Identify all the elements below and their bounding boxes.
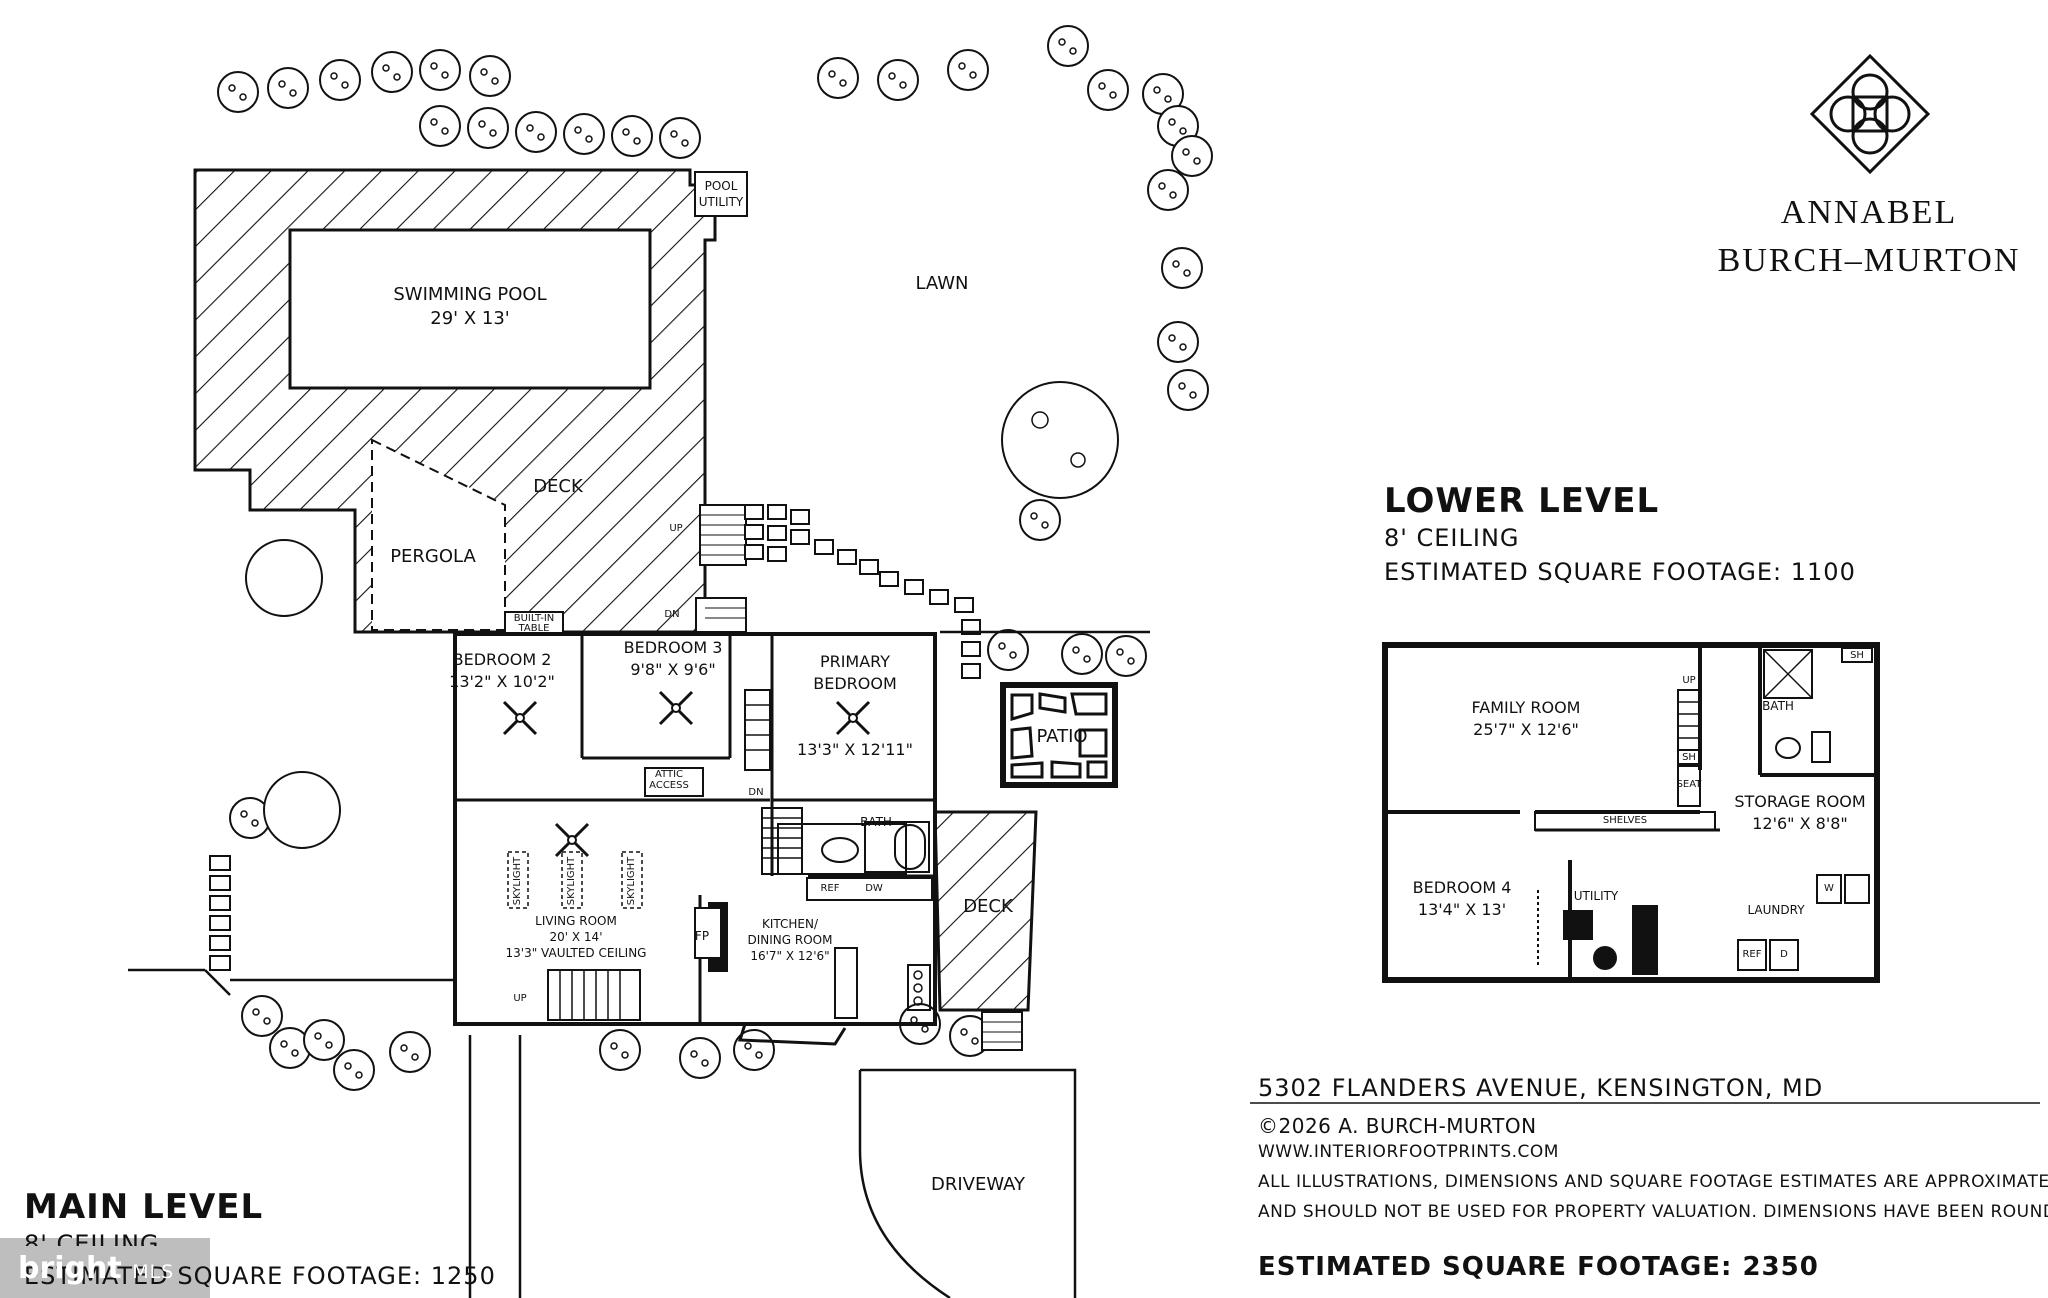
lower-level-sqft: ESTIMATED SQUARE FOOTAGE: 1100: [1384, 558, 1856, 586]
bedroom4-name: BEDROOM 4: [1412, 878, 1512, 897]
lower-level-walls: [1382, 642, 1880, 983]
main-level-sqft: ESTIMATED SQUARE FOOTAGE: 1250: [24, 1262, 496, 1290]
deck-label: DECK: [533, 476, 583, 497]
bedroom3-name: BEDROOM 3: [623, 638, 723, 657]
pool-name: SWIMMING POOL: [393, 284, 547, 305]
copyright: ©2026 A. BURCH-MURTON: [1258, 1114, 1537, 1138]
skylight-1: SKYLIGHT: [512, 856, 523, 906]
primary-line1: PRIMARY: [819, 652, 891, 671]
driveway-label: DRIVEWAY: [930, 1174, 1026, 1195]
main-house-walls: [453, 632, 937, 1046]
mls-watermark: bright MLS: [18, 1254, 174, 1284]
skylight-3: SKYLIGHT: [626, 856, 637, 906]
bath-label: BATH: [860, 815, 892, 829]
storage-room-dims: 12'6" X 8'8": [1752, 814, 1848, 833]
pool-dims: 29' X 13': [430, 308, 510, 329]
primary-line2: BEDROOM: [813, 674, 897, 693]
lower-shelves-label: SHELVES: [1602, 815, 1648, 826]
dn-pool-label: DN: [664, 609, 680, 620]
utility-label: UTILITY: [1573, 889, 1619, 903]
skylight-2: SKYLIGHT: [566, 856, 577, 906]
laundry-d-label: D: [1780, 949, 1788, 960]
lower-level-title: LOWER LEVEL: [1384, 481, 1660, 521]
living-name: LIVING ROOM: [535, 914, 617, 928]
laundry-label: LAUNDRY: [1747, 903, 1805, 917]
dn-stair-label: DN: [748, 787, 764, 798]
lower-sh2-label: SH: [1682, 752, 1696, 763]
kitchen-line2: DINING ROOM: [747, 933, 833, 947]
ceiling-fan-icons: [502, 690, 871, 858]
pool-utility-line1: POOL: [704, 179, 738, 193]
brand-line1: ANNABEL: [1780, 194, 1958, 231]
fireplace-hearth: [694, 907, 722, 959]
main-level-title: MAIN LEVEL: [24, 1187, 264, 1227]
disclaimer-line2: AND SHOULD NOT BE USED FOR PROPERTY VALU…: [1258, 1202, 2048, 1222]
rear-deck-label: DECK: [963, 896, 1013, 917]
patio-label: PATIO: [1036, 726, 1088, 747]
bedroom3-dims: 9'8" X 9'6": [630, 660, 716, 679]
total-sqft: ESTIMATED SQUARE FOOTAGE: 2350: [1258, 1252, 1819, 1282]
kitchen-line1: KITCHEN/: [761, 917, 819, 931]
stepping-stones: [209, 504, 981, 971]
bedroom2-name: BEDROOM 2: [452, 650, 552, 669]
storage-room-name: STORAGE ROOM: [1734, 792, 1866, 811]
fireplace-label: FP: [694, 929, 710, 943]
lower-level-ceiling: 8' CEILING: [1384, 524, 1520, 552]
lower-sh1-label: SH: [1850, 650, 1864, 661]
family-room-name: FAMILY ROOM: [1471, 698, 1581, 717]
lower-up-label: UP: [1682, 675, 1696, 686]
laundry-ref-label: REF: [1742, 949, 1762, 960]
diamond-knot-logo: [1809, 53, 1931, 175]
disclaimer-line1: ALL ILLUSTRATIONS, DIMENSIONS AND SQUARE…: [1258, 1172, 2048, 1192]
utility-water-heater: [1593, 946, 1617, 970]
primary-dims: 13'3" X 12'11": [797, 740, 913, 759]
main-level-ceiling: 8' CEILING: [24, 1232, 160, 1246]
lawn-label: LAWN: [915, 273, 969, 294]
rear-deck: [933, 810, 1038, 1051]
mls-watermark-bg: [0, 1238, 210, 1298]
mls-watermark-brand: bright: [18, 1251, 122, 1286]
attic-line1: ATTIC: [654, 769, 684, 780]
laundry-w-label: W: [1824, 883, 1834, 894]
kitchen-dw-label: DW: [865, 883, 883, 894]
mls-watermark-suffix: MLS: [132, 1261, 175, 1283]
living-ceiling: 13'3" VAULTED CEILING: [505, 946, 647, 960]
patio: [1000, 682, 1118, 788]
lower-seat-label: SEAT: [1676, 779, 1702, 790]
property-lines: [128, 630, 1150, 1298]
utility-unit: [1632, 905, 1658, 975]
bedroom4-dims: 13'4" X 13': [1417, 900, 1507, 919]
pergola-label: PERGOLA: [390, 546, 476, 567]
attic-line2: ACCESS: [649, 780, 689, 791]
up-pool-label: UP: [669, 523, 683, 534]
brand-line2: BURCH–MURTON: [1717, 242, 2021, 279]
living-dims: 20' X 14': [549, 930, 603, 944]
built-in-table-line1: BUILT-IN: [513, 613, 555, 624]
lower-bath-label: BATH: [1762, 699, 1794, 713]
kitchen-dims: 16'7" X 12'6": [750, 949, 830, 963]
landscape-trees: [217, 25, 1213, 1091]
utility-furnace: [1563, 910, 1593, 940]
up-entry-label: UP: [513, 993, 527, 1004]
pool-utility-line2: UTILITY: [698, 195, 744, 209]
address: 5302 FLANDERS AVENUE, KENSINGTON, MD: [1258, 1074, 1824, 1102]
family-room-dims: 25'7" X 12'6": [1473, 720, 1579, 739]
bedroom2-dims: 13'2" X 10'2": [449, 672, 555, 691]
kitchen-ref-label: REF: [820, 883, 840, 894]
website: WWW.INTERIORFOOTPRINTS.COM: [1258, 1142, 1559, 1162]
built-in-table-line2: TABLE: [518, 623, 550, 634]
